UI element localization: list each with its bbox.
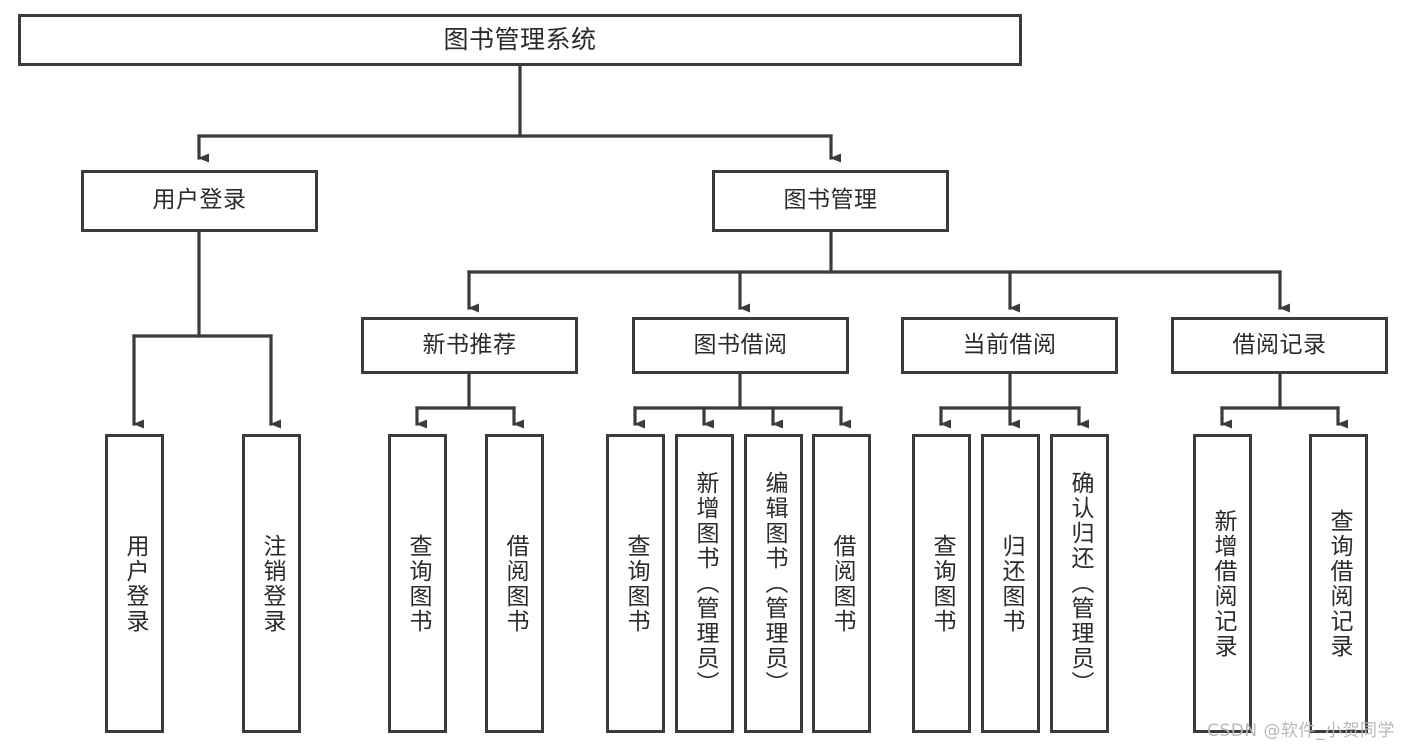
- node-root-system[interactable]: 图书管理系统: [18, 14, 1022, 66]
- leaf-current-borrow-return-label: 归还图书: [998, 533, 1024, 634]
- leaf-current-borrow-query[interactable]: 查询图书: [912, 434, 971, 733]
- leaf-current-borrow-query-label: 查询图书: [929, 533, 955, 634]
- node-borrow-record[interactable]: 借阅记录: [1171, 317, 1388, 374]
- leaf-book-borrow-edit[interactable]: 编辑图书（管理员）: [744, 434, 803, 733]
- leaf-user-login-login-label: 用户登录: [122, 533, 148, 634]
- leaf-book-borrow-query-label: 查询图书: [623, 533, 649, 634]
- node-new-book-recommend[interactable]: 新书推荐: [361, 317, 578, 374]
- csdn-watermark: CSDN @软件_小贺同学: [1207, 721, 1395, 741]
- leaf-borrow-record-add[interactable]: 新增借阅记录: [1193, 434, 1252, 733]
- node-book-management-label: 图书管理: [783, 187, 878, 214]
- leaf-borrow-record-query[interactable]: 查询借阅记录: [1309, 434, 1368, 733]
- node-user-login-label: 用户登录: [152, 187, 247, 214]
- node-borrow-record-label: 借阅记录: [1232, 331, 1327, 358]
- leaf-new-book-query-label: 查询图书: [405, 533, 431, 634]
- leaf-book-borrow-edit-label: 编辑图书（管理员）: [761, 471, 787, 696]
- leaf-book-borrow-query[interactable]: 查询图书: [606, 434, 665, 733]
- node-current-borrow[interactable]: 当前借阅: [901, 317, 1118, 374]
- leaf-new-book-borrow[interactable]: 借阅图书: [485, 434, 544, 733]
- node-book-borrow-label: 图书借阅: [693, 331, 788, 358]
- node-user-login[interactable]: 用户登录: [81, 170, 318, 232]
- node-book-management[interactable]: 图书管理: [712, 170, 949, 232]
- leaf-new-book-borrow-label: 借阅图书: [502, 533, 528, 634]
- leaf-user-login-logout-label: 注销登录: [259, 533, 285, 634]
- leaf-user-login-logout[interactable]: 注销登录: [242, 434, 301, 733]
- leaf-current-borrow-confirm-return[interactable]: 确认归还（管理员）: [1050, 434, 1109, 733]
- leaf-book-borrow-borrow[interactable]: 借阅图书: [812, 434, 871, 733]
- leaf-new-book-query[interactable]: 查询图书: [388, 434, 447, 733]
- leaf-user-login-login[interactable]: 用户登录: [105, 434, 164, 733]
- leaf-borrow-record-add-label: 新增借阅记录: [1210, 508, 1236, 659]
- leaf-book-borrow-add-label: 新增图书（管理员）: [692, 471, 718, 696]
- leaf-book-borrow-add[interactable]: 新增图书（管理员）: [675, 434, 734, 733]
- leaf-book-borrow-borrow-label: 借阅图书: [829, 533, 855, 634]
- leaf-current-borrow-confirm-return-label: 确认归还（管理员）: [1067, 471, 1093, 696]
- node-current-borrow-label: 当前借阅: [962, 331, 1057, 358]
- node-root-system-label: 图书管理系统: [443, 25, 597, 55]
- leaf-borrow-record-query-label: 查询借阅记录: [1326, 508, 1352, 659]
- leaf-current-borrow-return[interactable]: 归还图书: [981, 434, 1040, 733]
- node-new-book-recommend-label: 新书推荐: [422, 331, 517, 358]
- node-book-borrow[interactable]: 图书借阅: [632, 317, 849, 374]
